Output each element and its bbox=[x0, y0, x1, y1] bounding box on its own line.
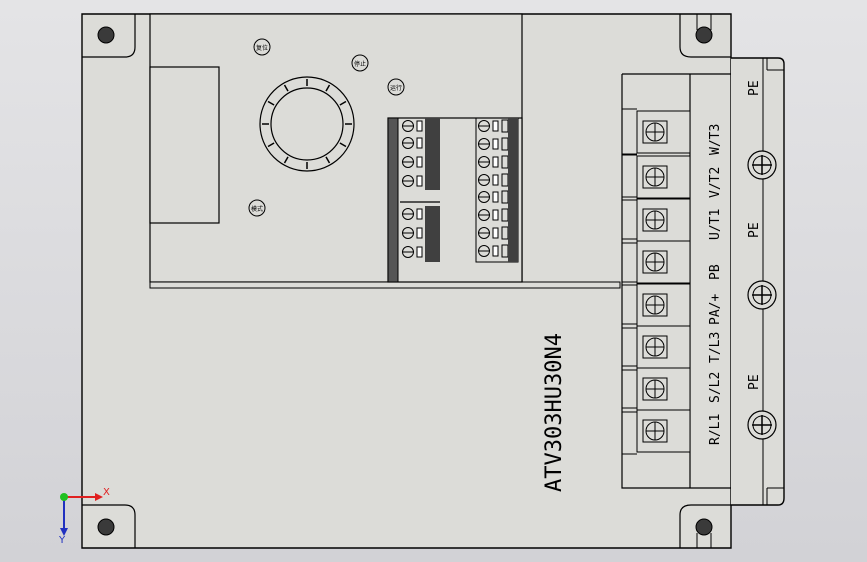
control-terminal-screw[interactable] bbox=[478, 173, 509, 187]
terminal-label: W/T3 bbox=[708, 124, 723, 155]
power-terminal-screw[interactable] bbox=[622, 108, 691, 156]
model-label: ATV303HU30N4 bbox=[542, 333, 567, 492]
ground-screw[interactable] bbox=[747, 410, 777, 440]
pe-label: PE bbox=[747, 374, 762, 390]
terminal-label: PA/+ bbox=[708, 294, 723, 325]
keypad-button-mode[interactable]: 模式 bbox=[248, 199, 266, 217]
keypad-label: 模式 bbox=[251, 205, 263, 213]
keypad-label: 运行 bbox=[390, 84, 402, 92]
control-terminal-screw[interactable] bbox=[478, 119, 509, 133]
terminal-label: U/T1 bbox=[708, 209, 723, 240]
x-axis-arrow-icon bbox=[95, 493, 103, 501]
power-terminal-screw[interactable] bbox=[622, 365, 691, 413]
power-terminal-frame bbox=[621, 73, 731, 489]
power-terminal-screw[interactable] bbox=[622, 323, 691, 371]
power-terminal-screw[interactable] bbox=[622, 407, 691, 455]
control-terminal-screw[interactable] bbox=[478, 190, 509, 204]
origin-icon bbox=[60, 493, 68, 501]
power-terminal-screw[interactable] bbox=[622, 153, 691, 201]
control-terminal-screw[interactable] bbox=[478, 226, 509, 240]
terminal-label: R/L1 bbox=[708, 414, 723, 445]
terminal-label: S/L2 bbox=[708, 372, 723, 403]
power-terminal-screw[interactable] bbox=[622, 238, 691, 286]
display-window bbox=[149, 66, 220, 224]
control-terminal-screw[interactable] bbox=[478, 137, 509, 151]
ground-screw[interactable] bbox=[747, 150, 777, 180]
jog-dial[interactable] bbox=[259, 76, 355, 172]
ground-screw[interactable] bbox=[747, 280, 777, 310]
pe-label: PE bbox=[747, 80, 762, 96]
mount-hole-top-left bbox=[82, 14, 136, 58]
control-terminal-screw[interactable] bbox=[478, 155, 509, 169]
mount-hole-bottom-right bbox=[679, 504, 731, 548]
keypad-button-stop[interactable]: 停止 bbox=[351, 54, 369, 72]
terminal-label: T/L3 bbox=[708, 332, 723, 363]
mount-hole-bottom-left bbox=[82, 504, 136, 548]
terminal-label: V/T2 bbox=[708, 167, 723, 198]
pe-label: PE bbox=[747, 222, 762, 238]
keypad-label: 复位 bbox=[256, 44, 268, 52]
terminal-label: PB bbox=[708, 264, 723, 280]
mount-hole-top-right bbox=[679, 14, 731, 58]
power-terminal-screw[interactable] bbox=[622, 196, 691, 244]
power-terminal-screw[interactable] bbox=[622, 281, 691, 329]
coordinate-triad: X Y bbox=[58, 487, 110, 546]
keypad-label: 停止 bbox=[354, 60, 366, 68]
keypad-button-reset[interactable]: 复位 bbox=[253, 38, 271, 56]
keypad-button-run[interactable]: 运行 bbox=[387, 78, 405, 96]
x-axis-label: X bbox=[103, 487, 110, 498]
y-axis-label: Y bbox=[58, 535, 66, 546]
y-axis-arrow-icon bbox=[60, 528, 68, 536]
control-terminal-screw[interactable] bbox=[478, 208, 509, 222]
control-terminal-screw[interactable] bbox=[478, 244, 509, 258]
